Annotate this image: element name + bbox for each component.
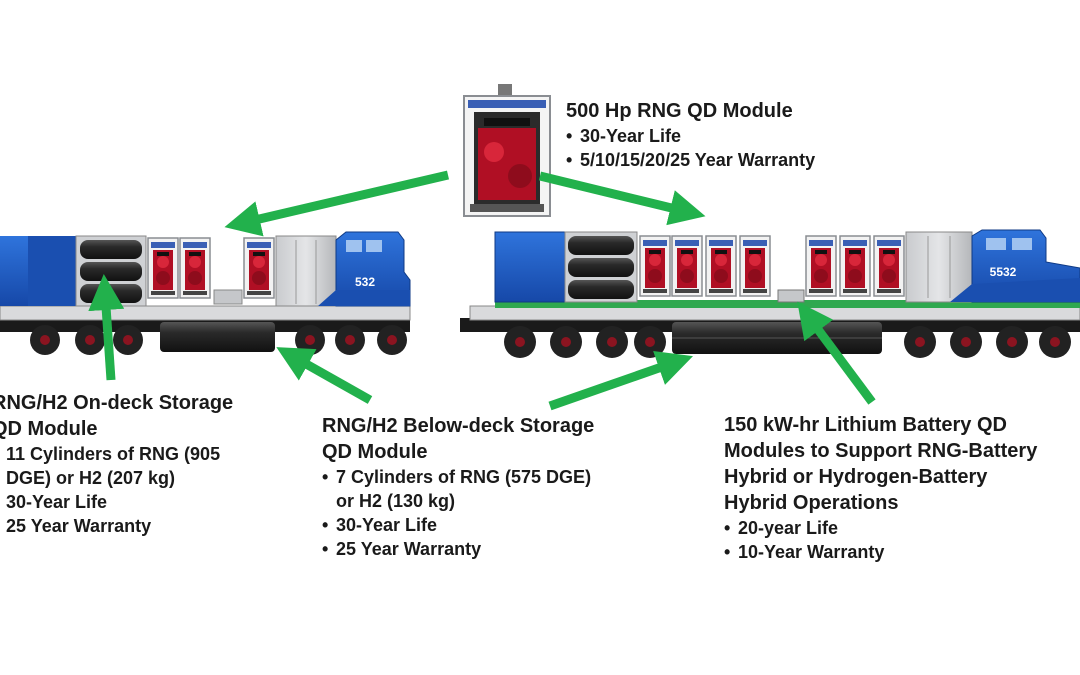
ondeck-title-line-2: QD Module xyxy=(0,418,98,440)
battery-title-line-1: 150 kW-hr Lithium Battery QD xyxy=(724,414,1007,436)
belowdeck-callout: RNG/H2 Below-deck Storage QD Module •7 C… xyxy=(322,413,594,561)
left-locomotive: 532 xyxy=(0,231,411,355)
belowdeck-bullets: •7 Cylinders of RNG (575 DGE) or H2 (130… xyxy=(322,465,594,561)
arrow-to-ondeck-storage xyxy=(88,274,125,381)
right-locomotive: 5532 xyxy=(460,229,1080,358)
arrow-to-belowdeck-right xyxy=(548,350,693,411)
arrow-to-belowdeck-left xyxy=(276,347,373,404)
battery-title-line-4: Hybrid Operations xyxy=(724,492,899,514)
list-item: •11 Cylinders of RNG (905 xyxy=(6,444,221,464)
list-item: •20-year Life xyxy=(724,518,839,538)
battery-title-line-2: Modules to Support RNG-Battery xyxy=(724,440,1038,462)
belowdeck-title-line-1: RNG/H2 Below-deck Storage xyxy=(322,415,595,437)
arrow-to-left-engine xyxy=(224,170,450,237)
list-item: •25 Year Warranty xyxy=(6,516,152,536)
engine-module-icon xyxy=(463,84,551,217)
list-item: •25 Year Warranty xyxy=(322,539,482,559)
top-module-callout: 500 Hp RNG QD Module •30-Year Life •5/10… xyxy=(566,98,815,172)
list-item: •30-Year Life xyxy=(6,492,108,512)
belowdeck-title-line-2: QD Module xyxy=(322,441,428,463)
battery-callout: 150 kW-hr Lithium Battery QD Modules to … xyxy=(724,412,1037,564)
list-item: •10-Year Warranty xyxy=(724,542,885,562)
list-item-continuation: or H2 (130 kg) xyxy=(336,491,456,511)
list-item: •5/10/15/20/25 Year Warranty xyxy=(566,150,816,170)
ondeck-title-line-1: RNG/H2 On-deck Storage xyxy=(0,392,234,414)
arrow-to-battery xyxy=(797,301,876,405)
left-locomotive-number: 532 xyxy=(355,275,375,289)
list-item: •7 Cylinders of RNG (575 DGE) xyxy=(322,467,592,487)
ondeck-callout: RNG/H2 On-deck Storage QD Module •11 Cyl… xyxy=(0,390,233,538)
ondeck-bullets: •11 Cylinders of RNG (905 DGE) or H2 (20… xyxy=(0,442,233,538)
list-item: •30-Year Life xyxy=(322,515,438,535)
list-item-continuation: DGE) or H2 (207 kg) xyxy=(6,468,176,488)
battery-title-line-3: Hybrid or Hydrogen-Battery xyxy=(724,466,988,488)
top-module-bullets: •30-Year Life •5/10/15/20/25 Year Warran… xyxy=(566,124,815,172)
top-module-title: 500 Hp RNG QD Module xyxy=(566,100,793,122)
arrow-to-right-engine xyxy=(538,171,706,226)
callout-arrows xyxy=(88,170,876,411)
right-locomotive-number: 5532 xyxy=(990,265,1017,279)
battery-bullets: •20-year Life •10-Year Warranty xyxy=(724,516,1037,564)
list-item: •30-Year Life xyxy=(566,126,682,146)
